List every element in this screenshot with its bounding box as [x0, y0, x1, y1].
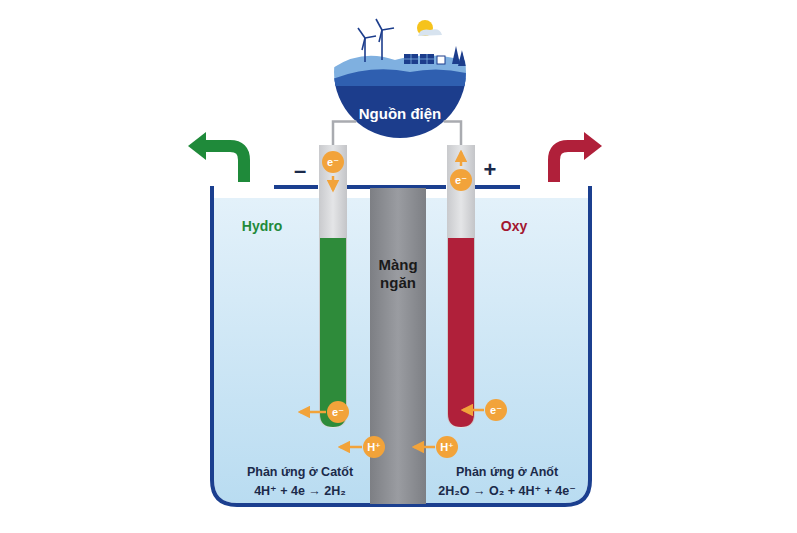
particle-label: e⁻ [490, 405, 502, 416]
power-source-circle: Nguồn điện [334, 6, 466, 138]
oxygen-arrow [554, 146, 586, 182]
reaction-heading: Phản ứng ở Catốt [247, 465, 353, 479]
power-wire [333, 122, 356, 146]
polarity-sign: – [294, 158, 306, 184]
source-label: Nguồn điện [359, 105, 442, 122]
power-wire [444, 122, 461, 146]
tank-wall [212, 186, 590, 505]
reaction-equation: 2H₂O → O₂ + 4H⁺ + 4e⁻ [438, 483, 576, 498]
proton-flow-arrow [414, 446, 435, 449]
particle-label: e⁻ [322, 151, 344, 173]
reaction-equation: 4H⁺ + 4e → 2H₂ [254, 483, 346, 498]
gas-label: Hydro [242, 218, 282, 234]
electron-flow-arrow [332, 176, 335, 190]
particle-label: e⁻ [332, 407, 344, 418]
gas-label: Oxy [501, 218, 527, 234]
hydrogen-arrow [204, 146, 244, 182]
proton-circle: H⁺ [363, 436, 385, 458]
anode-rod [447, 145, 475, 428]
reaction-heading: Phản ứng ở Anốt [456, 465, 558, 479]
cathode-active [320, 238, 346, 427]
electron-circle: e⁻ [327, 401, 349, 423]
electron-flow-arrow [463, 409, 484, 412]
polarity-sign: + [484, 157, 497, 183]
particle-label: H⁺ [440, 442, 454, 453]
cathode-electrode: e⁻ [319, 145, 347, 428]
power-source-illustration [330, 0, 470, 148]
hydrogen-arrowhead [188, 132, 206, 160]
anode-electrode: e⁻ [447, 145, 475, 428]
cathode-rod [319, 145, 347, 428]
electron-circle: e⁻ [485, 399, 507, 421]
proton-flow-arrow [340, 446, 362, 449]
particle-label: H⁺ [367, 442, 381, 453]
proton-circle: H⁺ [436, 436, 458, 458]
anode-active [448, 238, 474, 427]
particle-label: e⁻ [450, 169, 472, 191]
electron-flow-arrow [460, 152, 463, 166]
oxygen-arrowhead [584, 132, 602, 160]
electron-flow-arrow [300, 411, 326, 414]
membrane-label: Màng ngăn [372, 256, 424, 292]
